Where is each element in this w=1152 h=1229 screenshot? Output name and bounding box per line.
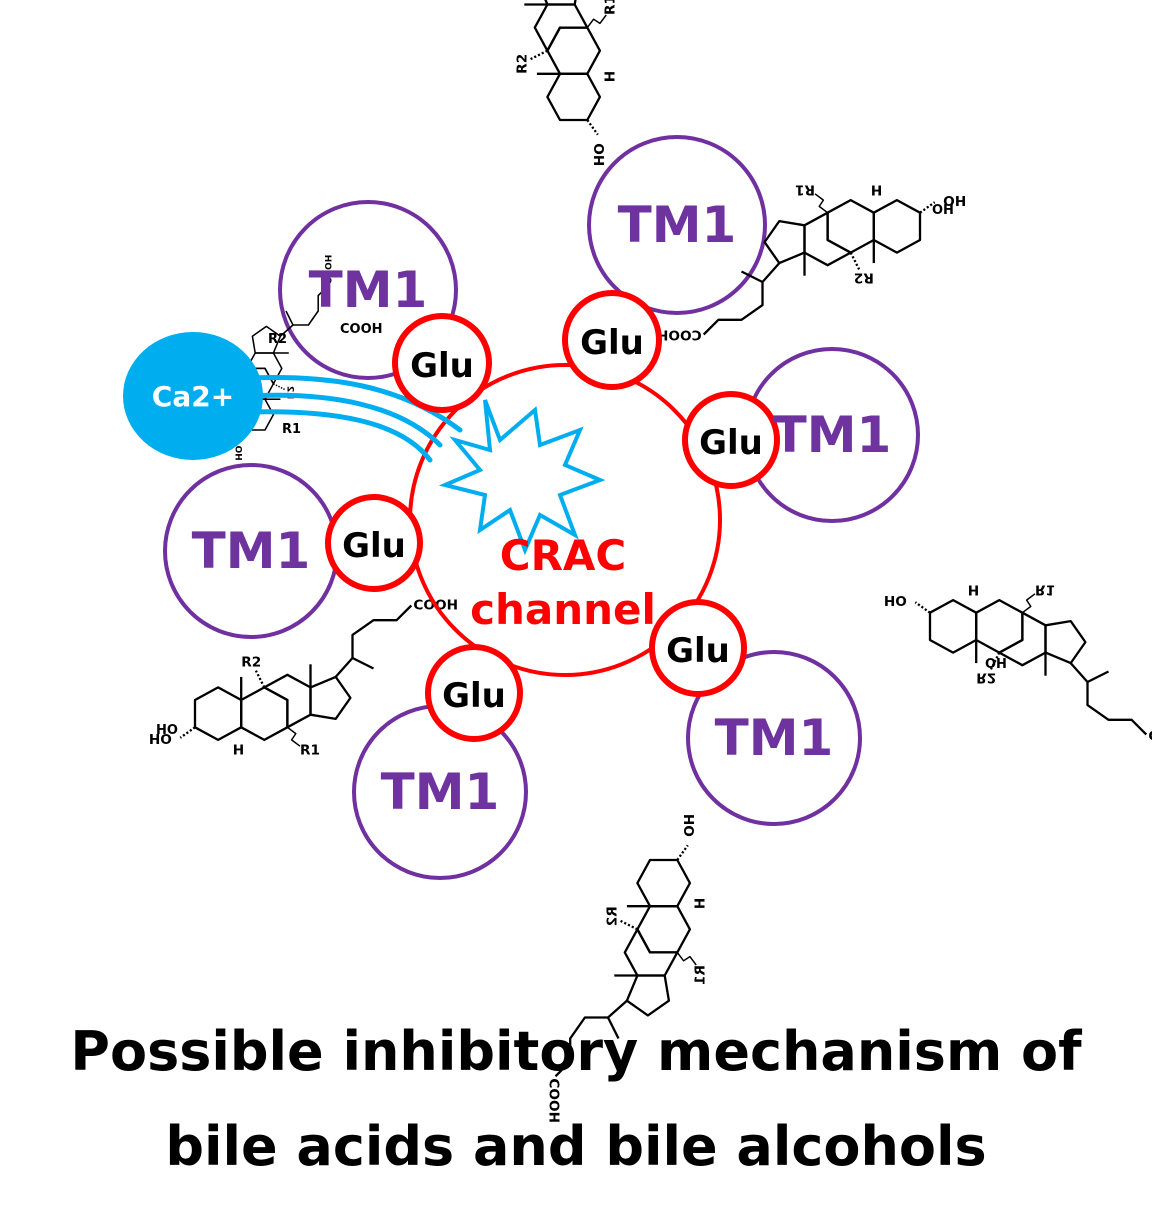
calcium-ion-label: Ca2+ (152, 380, 234, 413)
crac-label-line-1: CRAC (500, 531, 627, 580)
glu-label-4: Glu (342, 526, 406, 566)
carboxyl-label-left: COOH (340, 322, 383, 337)
glu-residue-5 (649, 599, 747, 697)
crac-label-line-2: channel (470, 585, 656, 634)
caption-line-2: bile acids and bile alcohols (165, 1115, 987, 1178)
bile-acid-right (882, 580, 1152, 744)
ion-path-3 (247, 409, 433, 463)
glu-residues (325, 290, 780, 742)
glu-label-1: Glu (410, 346, 474, 386)
tm1-label-4: TM1 (192, 522, 311, 580)
tm1-helix-5 (686, 650, 862, 826)
glu-label-2: Glu (580, 323, 644, 363)
bile-acid-top (456, 0, 620, 168)
glu-residue-1 (392, 313, 492, 413)
hydroxyl-label-right: OH (985, 657, 1007, 672)
calcium-ion: Ca2+ (123, 332, 263, 460)
blocked-entry-burst (438, 399, 606, 556)
ion-path-1 (247, 375, 463, 433)
tm1-label-2: TM1 (618, 196, 737, 254)
glu-label-6: Glu (442, 676, 506, 716)
hydroxyl-label-upper-right: OH (932, 203, 954, 218)
tm1-label-3: TM1 (773, 406, 892, 464)
hydroxyl-label-lower-left: HO (156, 723, 178, 738)
glu-label-3: Glu (699, 423, 763, 463)
glu-residue-2 (562, 290, 662, 390)
tm1-label-5: TM1 (715, 709, 834, 767)
calcium-ion-body (123, 332, 263, 460)
r1-label-left: R1 (282, 422, 301, 437)
tm1-label-6: TM1 (381, 763, 500, 821)
ion-trajectories (247, 375, 463, 463)
r2-label-left: R2 (268, 332, 287, 347)
tm1-label-1: TM1 (309, 261, 428, 319)
glu-residue-4 (325, 494, 423, 592)
glu-residue-3 (682, 391, 780, 489)
ion-path-2 (247, 392, 443, 448)
glu-label-5: Glu (666, 631, 730, 671)
tm1-helix-2 (587, 135, 767, 315)
caption-line-1: Possible inhibitory mechanism of (70, 1020, 1082, 1083)
glu-residue-6 (425, 644, 523, 742)
